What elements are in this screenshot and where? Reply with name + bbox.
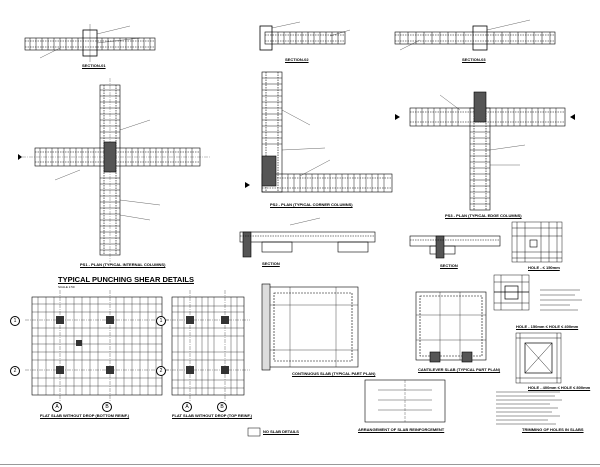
section-a-label: SECTION [262,261,280,266]
hole-large-detail [515,332,562,384]
ps3-column [473,91,487,123]
ps1-plan-label: PS1 - PLAN (TYPICAL INTERNAL COLUMNS) [80,262,166,267]
ps1-column [103,141,117,173]
flat-slab-plan-2-bars [172,297,244,395]
grid-bubble-1: 1 [10,316,20,326]
grid-bubble-1-2: 1 [156,316,166,326]
section-02-label: SECTION-02 [285,57,309,62]
ps2-ties [262,77,385,192]
continuous-slab-label: CONTINUOUS SLAB (TYPICAL PART PLAN) [292,371,376,376]
general-notes-block [496,391,562,425]
flat-slab-plan-2-columns [186,316,229,374]
ps1-ties-horizontal [39,148,193,166]
drawing-scale: SCALE 1:50 [58,285,75,289]
continuous-slab-plan [261,283,359,371]
section-02-rebar-ties [277,32,339,44]
hole-small-label: HOLE - ≤ 150mm [528,265,560,270]
mid-section-b [409,235,501,259]
ps3-plan-label: PS3 - PLAN (TYPICAL EDGE COLUMNS) [445,213,522,218]
grid-bubble-2-2: 2 [156,366,166,376]
section-b-label: SECTION [440,263,458,268]
grid-bubble-a: A [52,402,62,412]
section-01-label: SECTION-01 [82,63,106,68]
flat-slab-plan-1-columns [56,316,114,374]
grid-bubble-2: 2 [10,366,20,376]
trimming-holes-label: TRIMMING OF HOLES IN SLABS [522,427,584,432]
cantilever-slab-plan [415,291,487,363]
sheet-border-bottom [0,464,600,465]
section-01-rebar-ties [29,38,151,50]
grid-bubble-b: B [102,402,112,412]
section-03-rebar-ties [399,32,551,44]
flat-slab-top-label: FLAT SLAB WITHOUT DROP (TOP REINF.) [172,413,252,418]
grid-bubble-a-2: A [182,402,192,412]
ps2-plan-label: PS2 - PLAN (TYPICAL CORNER COLUMNS) [270,202,353,207]
flat-slab-plan-1-bars [32,297,162,395]
flat-slab-plan-1 [25,290,170,402]
hole-small-detail [511,221,563,263]
hole-notes-block [540,289,582,311]
ps3-ties [415,108,557,205]
ps1-gridline-marker-left [18,154,22,160]
drawing-title: TYPICAL PUNCHING SHEAR DETAILS [58,275,194,284]
flat-slab-bottom-label: FLAT SLAB WITHOUT DROP (BOTTOM REINF.) [40,413,130,418]
section-03-label: SECTION-03 [462,57,486,62]
grid-bubble-b-2: B [217,402,227,412]
ps2-column [261,155,277,187]
hole-medium-detail [493,274,530,311]
no-slab-label: NO SLAB DETAILS [263,429,299,434]
section-03-detail [394,19,556,51]
slab-edge-arrangement [364,379,446,423]
hole-large-label: HOLE - 400mm ≤ HOLE ≤ 800mm [528,385,591,390]
ps3-gridline-marker-left [395,114,400,120]
mid-section-a [239,217,376,258]
hole-medium-label: HOLE - 150mm ≤ HOLE ≤ 400mm [516,324,579,329]
ps3-gridline-marker-right [570,114,575,120]
section-01-detail [24,24,156,62]
slab-edge-label: ARRANGEMENT OF SLAB REINFORCEMENT [358,427,445,432]
no-slab-legend-box [247,427,261,437]
ps1-ties-vertical [100,89,120,251]
section-02-detail [259,21,351,51]
cantilever-slab-label: CANTILEVER SLAB (TYPICAL PART PLAN) [418,367,501,372]
ps2-gridline-marker [245,182,250,188]
